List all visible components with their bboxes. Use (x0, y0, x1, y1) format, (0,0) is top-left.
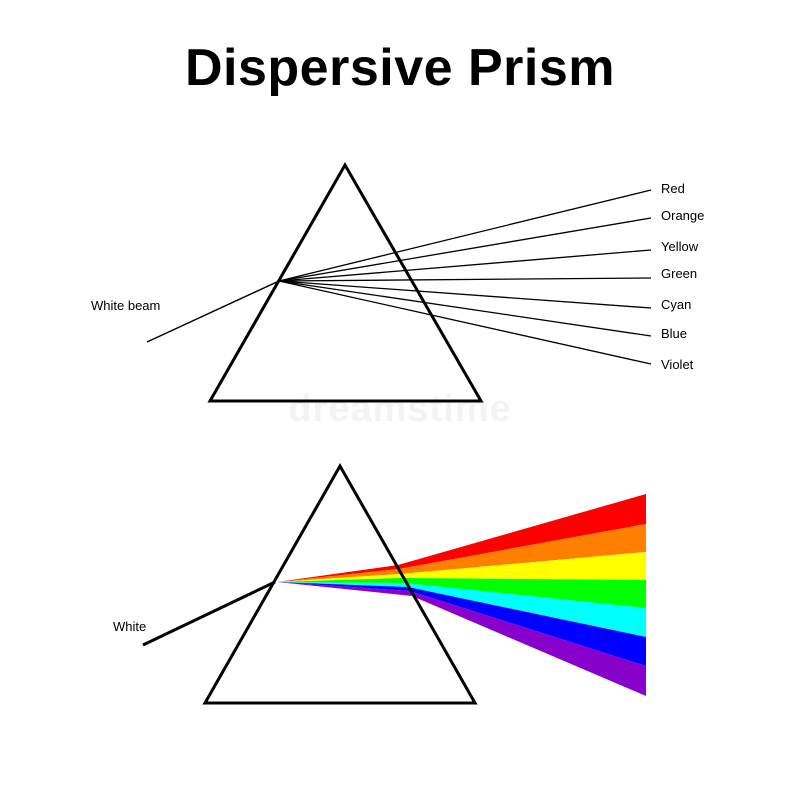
spectrum-bands (277, 494, 646, 696)
top-prism-diagram: White beam RedOrangeYellowGreenCyanBlueV… (91, 161, 704, 403)
ray-green (278, 277, 652, 282)
ray-label-violet: Violet (661, 357, 694, 372)
band-outer-6 (410, 591, 646, 696)
ray-red (278, 189, 652, 282)
band-outer-4 (404, 583, 646, 637)
band-outer-3 (402, 578, 646, 608)
ray-blue (278, 280, 652, 337)
ray-label-red: Red (661, 181, 685, 196)
band-outer-2 (400, 552, 646, 580)
diagram-title: Dispersive Prism (184, 39, 616, 97)
watermark: dreamstime (288, 388, 512, 430)
band-inner-0 (277, 565, 399, 582)
band-inner-1 (277, 569, 400, 582)
bottom-white-beam (142, 580, 276, 647)
band-inner-3 (277, 578, 404, 583)
ray-label-cyan: Cyan (661, 297, 691, 312)
ray-label-green: Green (661, 266, 697, 281)
bottom-white-beam-label: White (113, 619, 146, 634)
ray-label-blue: Blue (661, 326, 687, 341)
bottom-prism-diagram: White (113, 462, 646, 705)
ray-orange (278, 217, 652, 282)
band-outer-0 (398, 494, 646, 569)
ray-label-orange: Orange (661, 208, 704, 223)
top-prism (207, 161, 484, 403)
ray-violet (278, 280, 652, 365)
band-outer-1 (399, 524, 646, 574)
band-outer-5 (408, 587, 646, 666)
ray-cyan (278, 280, 652, 309)
band-inner-6 (277, 582, 412, 596)
top-white-beam (146, 280, 280, 343)
band-inner-2 (277, 574, 402, 582)
ray-yellow (278, 249, 652, 282)
top-white-beam-label: White beam (91, 298, 160, 313)
ray-label-yellow: Yellow (661, 239, 699, 254)
